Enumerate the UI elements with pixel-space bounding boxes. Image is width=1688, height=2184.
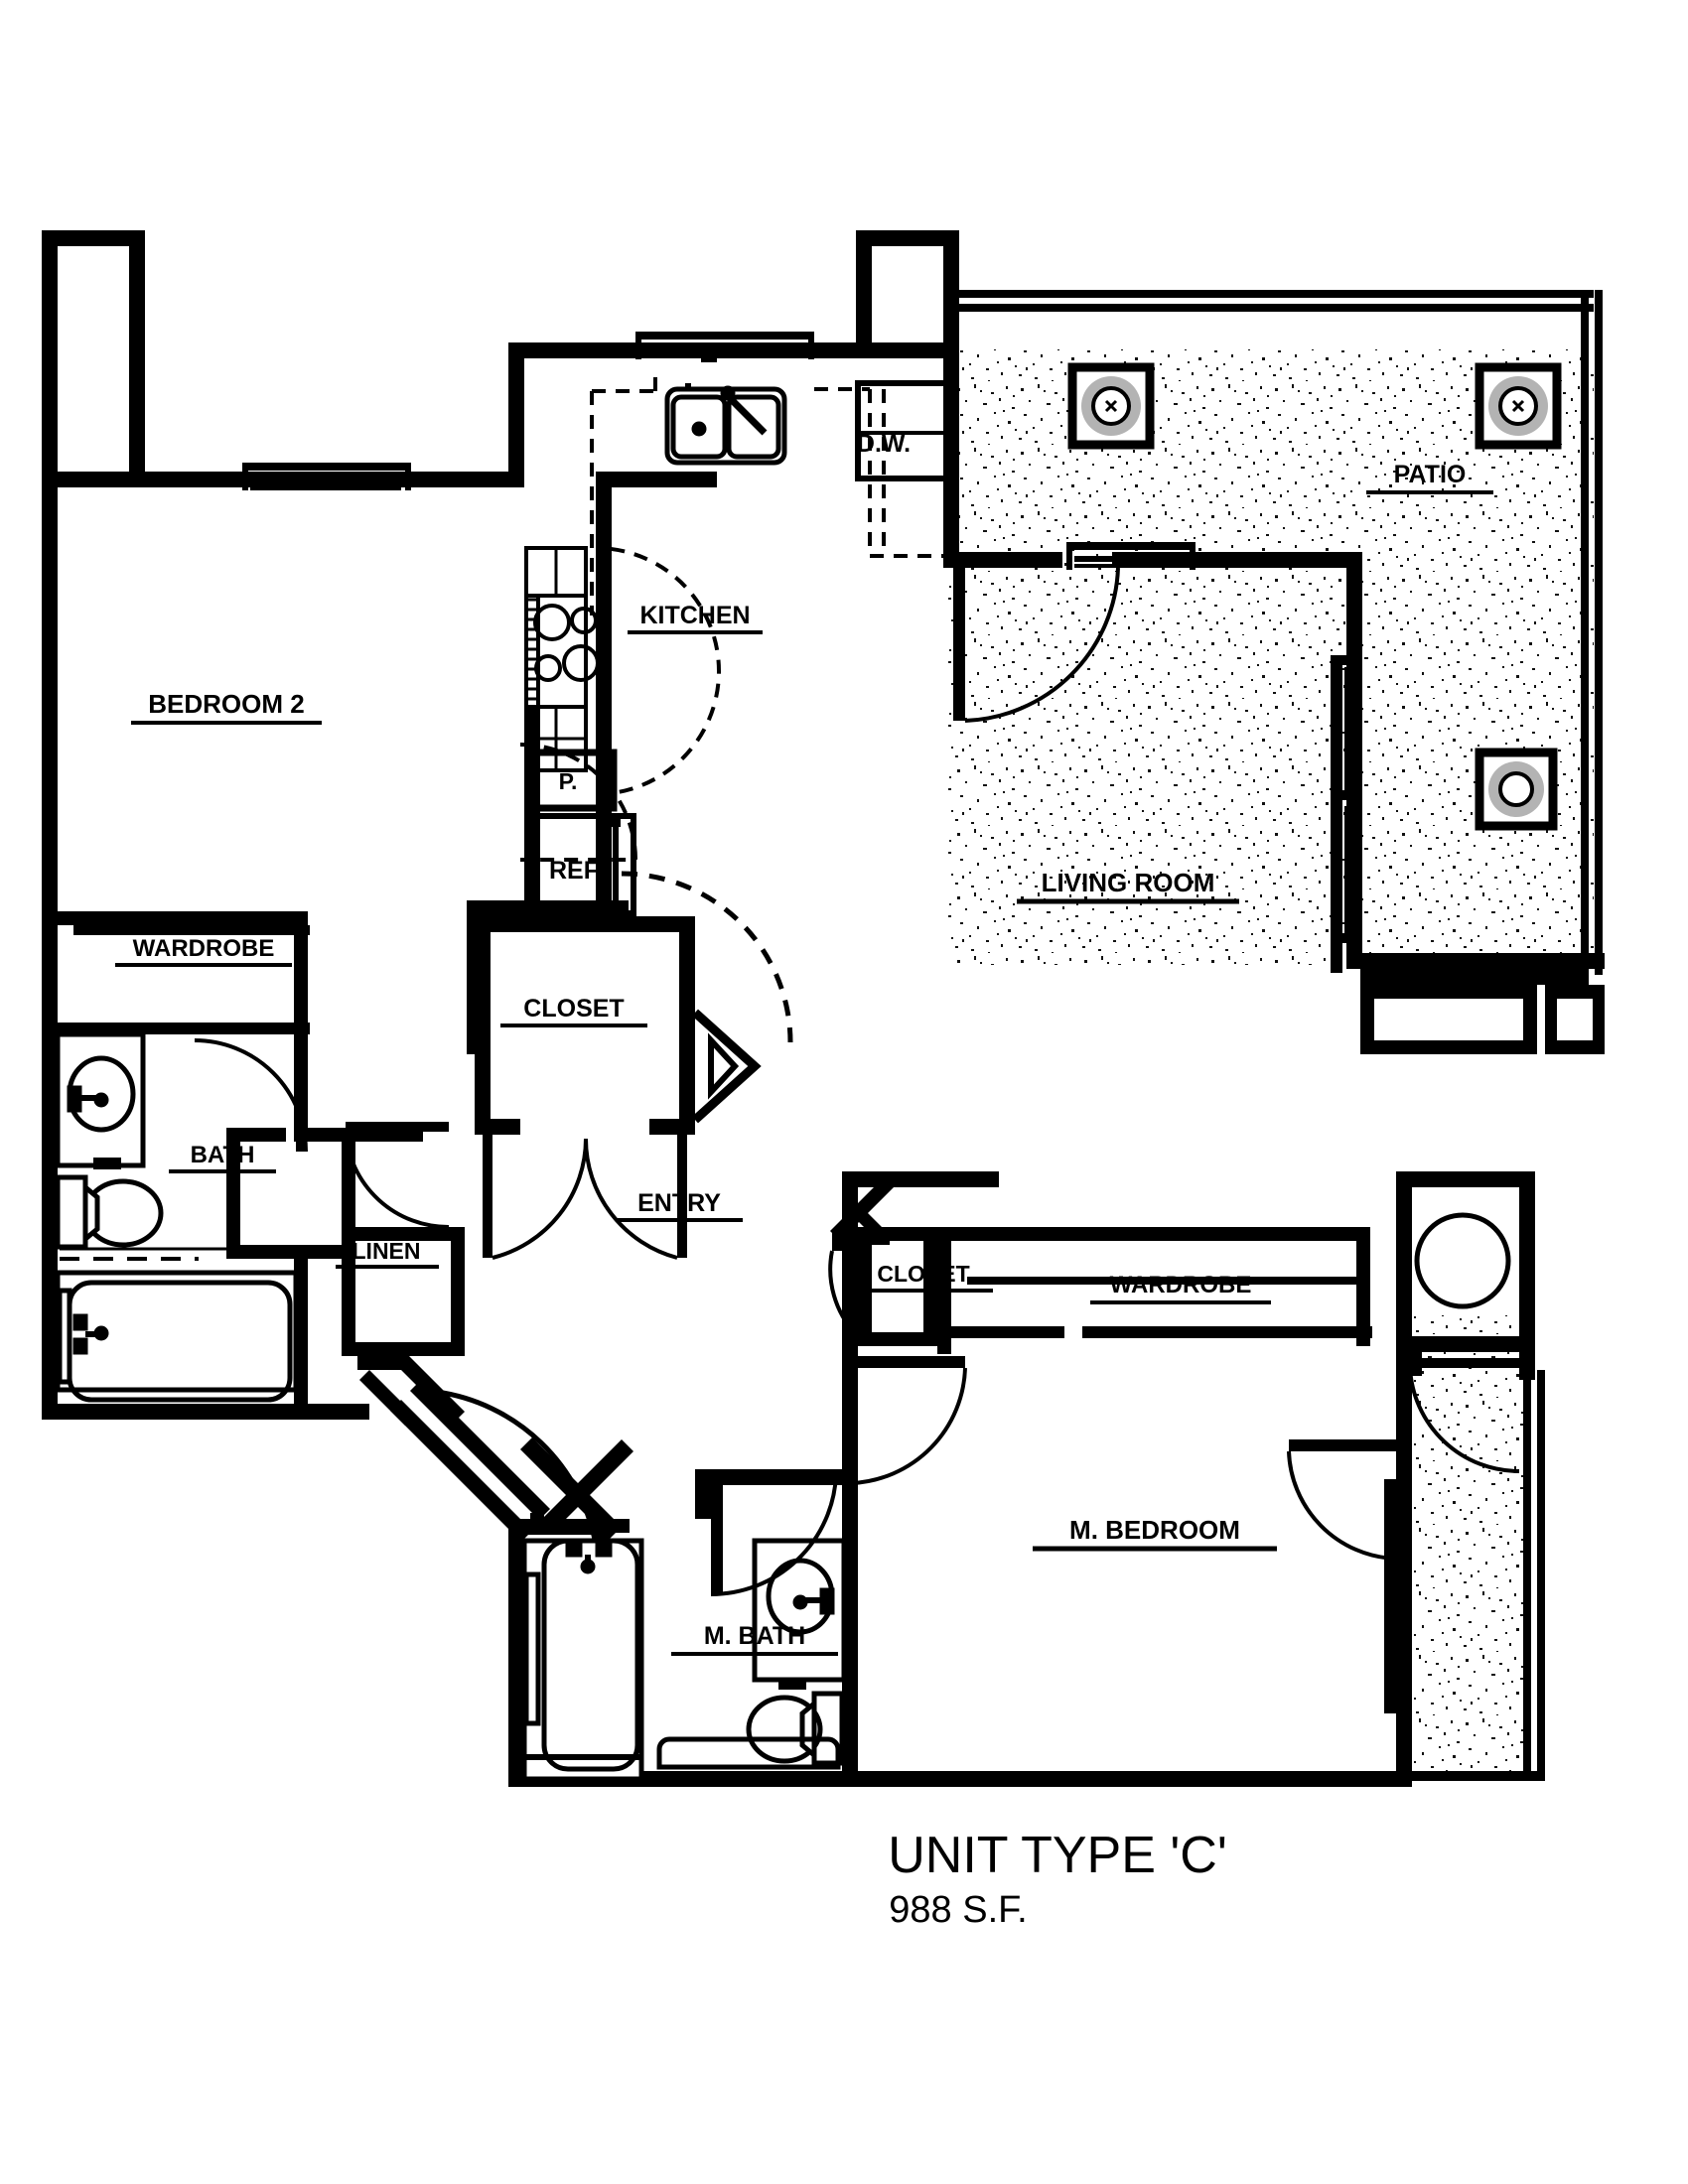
title-block: UNIT TYPE 'C' 988 S.F. bbox=[888, 1827, 1227, 1931]
room-label-text: ENTRY bbox=[637, 1189, 721, 1217]
sliding-glass-doors[interactable] bbox=[1331, 655, 1408, 1713]
range-cooktop-icon bbox=[524, 594, 600, 709]
label-patio: PATIO bbox=[1366, 461, 1493, 494]
room-label-text: M. BATH bbox=[704, 1622, 805, 1650]
plan-area: 988 S.F. bbox=[889, 1889, 1027, 1931]
door-linen bbox=[344, 1122, 450, 1230]
window-kitchen bbox=[635, 332, 814, 359]
room-label-text: BATH bbox=[191, 1142, 255, 1168]
label-closet-entry: CLOSET bbox=[500, 995, 647, 1027]
pantry-icon bbox=[526, 749, 618, 812]
patio-area bbox=[948, 349, 1594, 1772]
label-bath: BATH bbox=[169, 1142, 276, 1173]
kitchen-sink-icon bbox=[664, 383, 787, 466]
master-tub-icon bbox=[521, 1538, 644, 1782]
fixtures bbox=[55, 362, 1562, 1782]
bath-vanity-icon bbox=[55, 1031, 146, 1169]
label-refrigerator: REF bbox=[549, 857, 599, 885]
door-pantry bbox=[519, 546, 721, 862]
label-linen: LINEN bbox=[336, 1238, 439, 1269]
label-living-room: LIVING ROOM bbox=[1017, 868, 1239, 904]
slider-master-east bbox=[1384, 1479, 1408, 1713]
room-label-text: LIVING ROOM bbox=[1042, 868, 1215, 897]
room-label-text: BEDROOM 2 bbox=[148, 689, 304, 719]
master-bath-ledge bbox=[524, 1736, 841, 1770]
door-water-heater bbox=[1408, 1358, 1525, 1474]
water-heater-icon bbox=[1414, 1212, 1511, 1309]
label-dishwasher: D.W. bbox=[857, 430, 911, 458]
room-label-text: CLOSET bbox=[877, 1261, 969, 1287]
label-master-bedroom: M. BEDROOM bbox=[1033, 1515, 1277, 1552]
label-kitchen: KITCHEN bbox=[628, 602, 763, 634]
room-labels: BEDROOM 2 WARDROBE BATH LINEN KITCHEN D.… bbox=[115, 430, 1493, 1656]
door-kitchen-dashed bbox=[621, 871, 793, 1043]
door-entry-front bbox=[436, 1389, 599, 1546]
door-master-patio bbox=[1287, 1439, 1400, 1561]
window-bedroom2 bbox=[242, 463, 411, 490]
windows bbox=[242, 332, 1196, 570]
slider-living-east bbox=[1331, 655, 1354, 973]
dishwasher-icon bbox=[855, 380, 954, 481]
room-label-text: REF bbox=[549, 857, 599, 885]
door-master-bedroom bbox=[846, 1356, 967, 1485]
room-label-text: M. BEDROOM bbox=[1069, 1515, 1240, 1545]
kitchen-counter-lines bbox=[524, 546, 588, 772]
wall-structure bbox=[42, 230, 1605, 1787]
kitchen-cabinet-guides bbox=[590, 369, 943, 615]
room-label-text: KITCHEN bbox=[639, 602, 750, 629]
room-label-text: D.W. bbox=[857, 430, 911, 458]
label-closet-master: CLOSET bbox=[856, 1261, 993, 1293]
door-bath bbox=[194, 1038, 308, 1153]
plan-title: UNIT TYPE 'C' bbox=[888, 1827, 1227, 1884]
room-label-text: P. bbox=[559, 768, 578, 794]
refrigerator-icon bbox=[527, 813, 636, 916]
room-label-text: PATIO bbox=[1394, 461, 1467, 488]
door-living-patio bbox=[953, 562, 1120, 723]
door-master-closet bbox=[828, 1241, 858, 1336]
patio-column-1 bbox=[1067, 362, 1155, 450]
label-wardrobe2: WARDROBE bbox=[1090, 1272, 1271, 1304]
label-entry: ENTRY bbox=[616, 1189, 743, 1222]
patio-column-3 bbox=[1475, 748, 1558, 831]
room-label-text: WARDROBE bbox=[133, 935, 275, 962]
bath-tub-icon bbox=[55, 1247, 299, 1403]
room-label-text: WARDROBE bbox=[1110, 1272, 1252, 1298]
label-pantry: P. bbox=[559, 768, 578, 794]
label-wardrobe1: WARDROBE bbox=[115, 935, 292, 967]
room-label-text: CLOSET bbox=[523, 995, 624, 1023]
label-bedroom2: BEDROOM 2 bbox=[131, 689, 322, 725]
room-label-text: LINEN bbox=[352, 1238, 421, 1264]
door-swings[interactable] bbox=[194, 546, 1525, 1597]
door-closet-entry bbox=[483, 1135, 687, 1260]
bath-toilet-icon bbox=[55, 1174, 164, 1250]
entry-diamond-marker bbox=[691, 1009, 762, 1124]
master-vanity-icon bbox=[752, 1538, 847, 1690]
window-living-room bbox=[1066, 542, 1196, 570]
patio-column-2 bbox=[1475, 362, 1562, 450]
label-master-bath: M. BATH bbox=[671, 1622, 838, 1656]
